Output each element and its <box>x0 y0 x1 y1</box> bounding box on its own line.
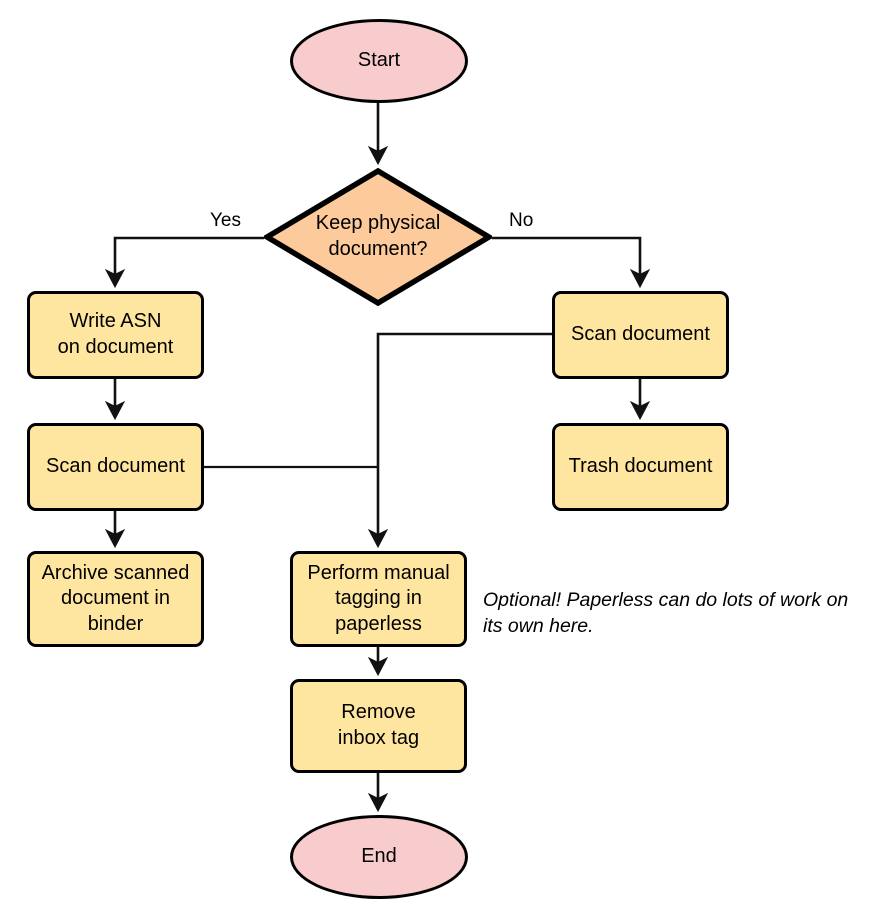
node-trash-document[interactable]: Trash document <box>552 423 729 511</box>
node-write-asn[interactable]: Write ASN on document <box>27 291 204 379</box>
node-start[interactable]: Start <box>290 19 468 103</box>
node-archive-binder-label: Archive scanned document in binder <box>41 561 190 635</box>
node-manual-tagging-label: Perform manual tagging in paperless <box>307 561 450 635</box>
node-start-label: Start <box>357 49 401 72</box>
node-scan-document-right-label: Scan document <box>571 323 710 346</box>
node-end-label: End <box>361 845 397 868</box>
annotation-optional-note: Optional! Paperless can do lots of work … <box>483 589 849 637</box>
node-manual-tagging[interactable]: Perform manual tagging in paperless <box>290 551 467 647</box>
node-end[interactable]: End <box>290 815 468 899</box>
node-scan-document-right[interactable]: Scan document <box>552 291 729 379</box>
edge-label-yes: Yes <box>210 210 241 231</box>
node-write-asn-label: Write ASN on document <box>57 310 174 358</box>
node-keep-physical-document-label: Keep physical document? <box>315 212 441 260</box>
edge-scan-right-to-manual-tagging <box>367 332 552 549</box>
node-remove-inbox-tag[interactable]: Remove inbox tag <box>290 679 467 773</box>
edge-decision-yes-to-write-asn <box>104 236 264 289</box>
edge-label-no: No <box>509 210 534 231</box>
node-scan-document-left[interactable]: Scan document <box>27 423 204 511</box>
diamond-shape <box>264 168 492 306</box>
node-archive-binder[interactable]: Archive scanned document in binder <box>27 551 204 647</box>
node-trash-document-label: Trash document <box>568 455 713 478</box>
edge-decision-no-to-scan-right <box>492 236 651 289</box>
node-scan-document-left-label: Scan document <box>46 455 185 478</box>
node-remove-inbox-tag-label: Remove inbox tag <box>337 701 420 749</box>
node-keep-physical-document[interactable]: Keep physical document? <box>264 168 492 306</box>
